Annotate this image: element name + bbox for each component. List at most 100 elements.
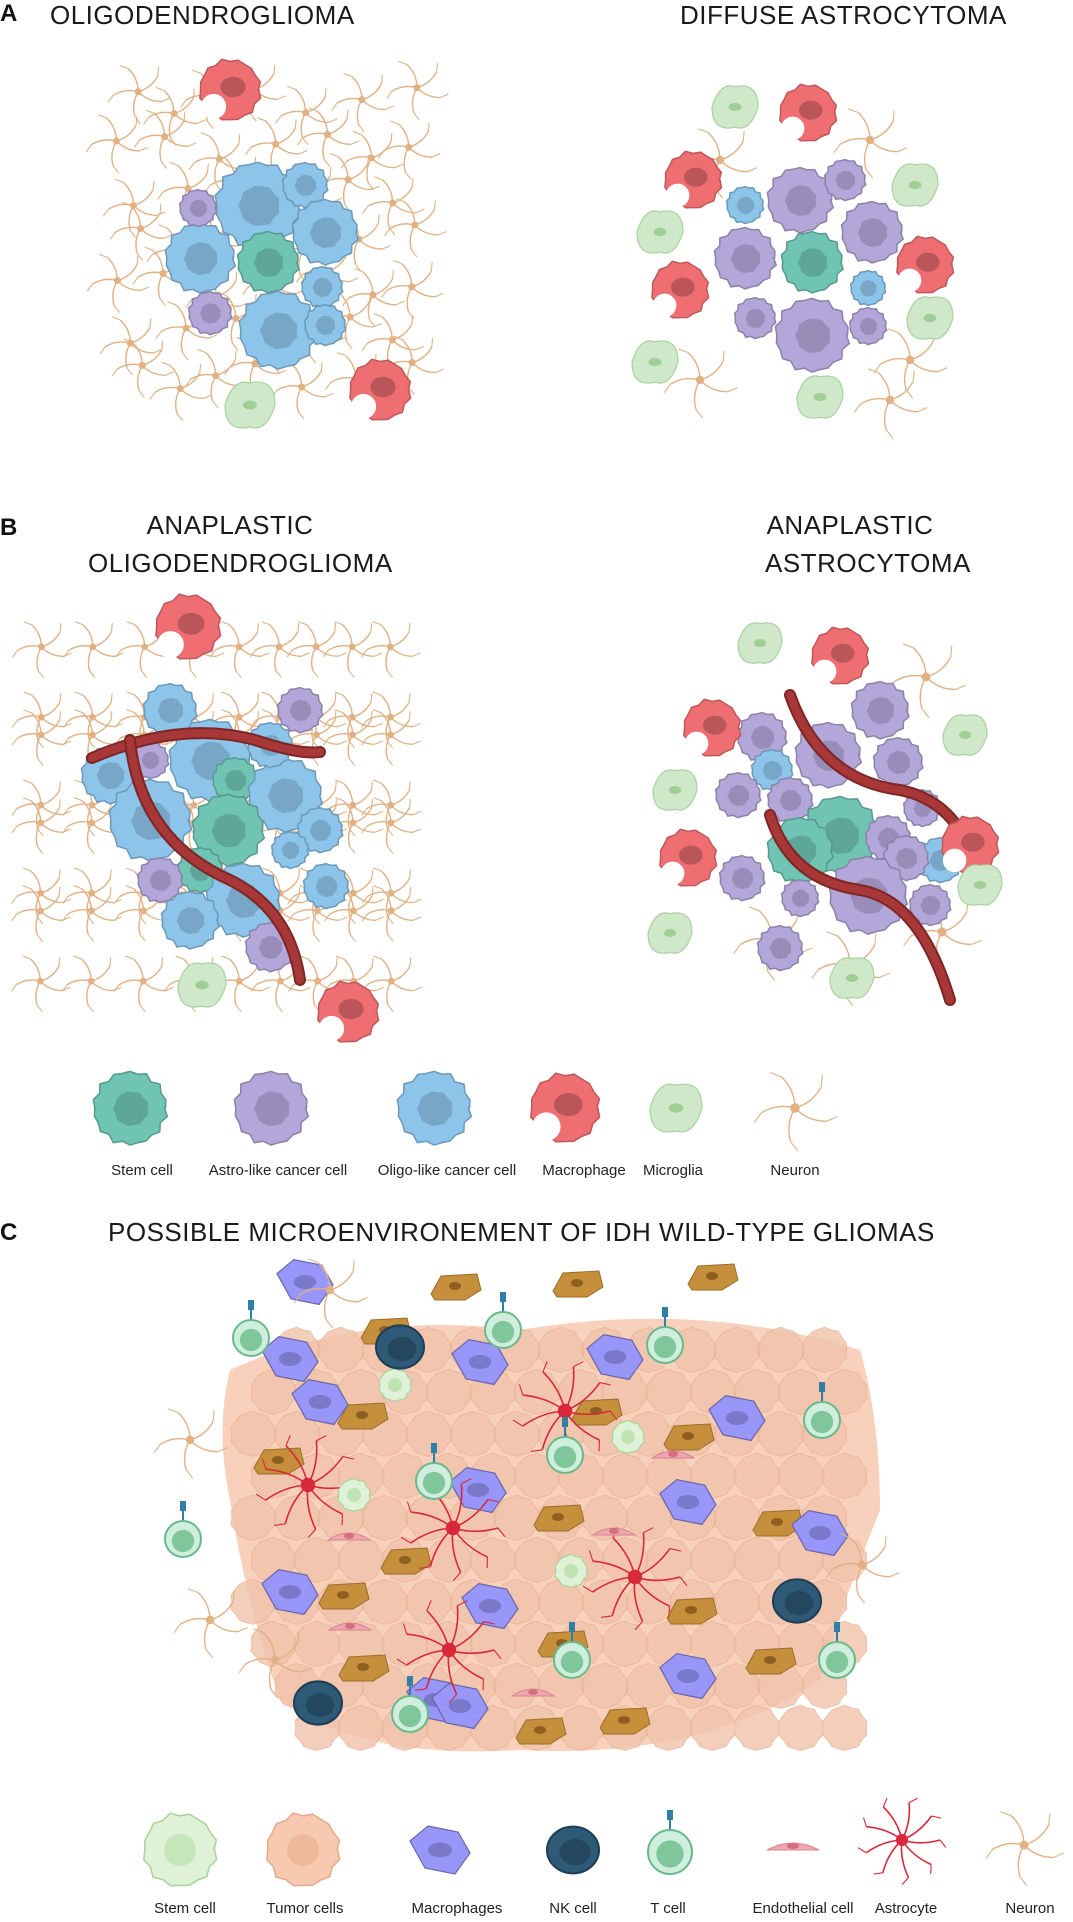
tumor-cell-33 [494, 1410, 540, 1457]
c-macrophage-4 [586, 1333, 644, 1381]
oligodendroglioma-cluster [85, 58, 449, 429]
legend-c-label-tcell: T cell [650, 1900, 686, 1917]
b-right-microglia-1 [942, 714, 988, 756]
tumor-cell-118 [582, 1662, 628, 1709]
tumor-cell-52 [734, 1452, 780, 1499]
c-t-cell-0 [232, 1300, 270, 1357]
panel-a-right-title: DIFFUSE ASTROCYTOMA [680, 0, 1007, 30]
tumor-cell-53 [778, 1452, 824, 1499]
tumor-cell-92 [626, 1578, 672, 1625]
brown-cell-9 [533, 1504, 585, 1532]
tumor-cell-130 [558, 1704, 604, 1751]
panel-c-letter: C [0, 1219, 18, 1246]
brown-cell-11 [318, 1582, 370, 1610]
a-left-macrophage-1 [349, 358, 412, 421]
b-right-cell-17 [756, 924, 804, 972]
tumor-cell-122 [758, 1662, 804, 1709]
c-astrocyte-3 [582, 1527, 688, 1631]
a-left-neuron-34 [381, 260, 444, 320]
tumor-cell-58 [362, 1494, 408, 1541]
c-macrophage-6 [449, 1466, 507, 1514]
anaplastic-oligodendroglioma-cluster [10, 593, 422, 1043]
panel-b-right-title-line2: ASTROCYTOMA [765, 548, 971, 578]
c-astrocyte-0 [512, 1361, 618, 1465]
tumor-cell-1 [318, 1326, 364, 1373]
b-right-microglia-4 [647, 912, 693, 954]
legend-b-label-oligo: Oligo-like cancer cell [377, 1162, 517, 1179]
brown-cell-8 [663, 1423, 715, 1451]
legend-b-icons [92, 1070, 838, 1152]
legend-b-label-neuron: Neuron [770, 1162, 820, 1179]
b-right-microglia-2 [652, 769, 698, 811]
c-t-cell-3 [803, 1382, 841, 1439]
legend-c-label-macrophages: Macrophages [411, 1900, 503, 1917]
legend-c-label-neuron: Neuron [1005, 1900, 1055, 1917]
legend-b-oligo-like-cell-icon [396, 1070, 473, 1146]
c-nk-cell-1 [772, 1578, 822, 1624]
a-left-cell-9 [187, 290, 233, 336]
tumor-cell-64 [626, 1494, 672, 1541]
c-neuron-3 [825, 1533, 900, 1604]
c-t-cell-6 [164, 1501, 202, 1558]
tumor-cell-79 [690, 1536, 736, 1583]
c-macrophage-0 [276, 1258, 334, 1306]
legend-c-macrophage-icon [409, 1825, 471, 1875]
legend-b-astro-like-cell-icon [233, 1070, 310, 1146]
b-left-neuron-9 [11, 691, 72, 749]
legend-c-neuron-icon [985, 1811, 1065, 1886]
c-macrophage-8 [791, 1509, 849, 1557]
tumor-cell-86 [362, 1578, 408, 1625]
b-left-neuron-0 [12, 621, 72, 678]
a-left-cell-6 [300, 265, 344, 309]
c-macrophage-7 [659, 1478, 717, 1526]
c-stem-cell-0 [378, 1367, 412, 1402]
legend-c-astrocyte-icon [857, 1797, 947, 1885]
c-neuron-0 [293, 1258, 368, 1329]
b-right-microglia-5 [829, 957, 875, 999]
legend-c-label-stem: Stem cell [154, 1900, 216, 1917]
legend-b-label-macrophage: Macrophage [542, 1162, 626, 1179]
c-astrocyte-4 [396, 1600, 502, 1704]
tumor-cell-78 [646, 1536, 692, 1583]
tumor-cell-31 [406, 1410, 452, 1457]
legend-b-microglia-icon [649, 1083, 703, 1133]
c-t-cell-4 [546, 1417, 584, 1474]
a-right-microglia-1 [891, 163, 939, 207]
tumor-cell-90 [538, 1578, 584, 1625]
b-right-cell-0 [850, 680, 910, 740]
a-right-macrophage-1 [664, 150, 723, 209]
a-right-cell-0 [725, 185, 765, 225]
b-left-neuron-17 [361, 691, 421, 749]
tumor-cell-73 [426, 1536, 472, 1583]
a-left-neuron-10 [244, 117, 308, 177]
legend-c-t-cell-icon [647, 1810, 693, 1875]
c-macrophage-5 [708, 1394, 766, 1442]
b-left-cell-16 [302, 862, 350, 910]
a-left-cell-5 [236, 230, 300, 294]
brown-cell-0 [430, 1273, 482, 1301]
legend-c-icons [143, 1797, 1065, 1887]
c-endothelial-cell-4 [510, 1688, 556, 1697]
tumor-cell-136 [822, 1704, 868, 1751]
a-left-neuron-21 [109, 201, 173, 261]
b-left-neuron-34 [323, 779, 384, 837]
c-stem-cell-2 [337, 1477, 371, 1512]
a-left-cell-7 [238, 290, 319, 371]
c-nk-cell-2 [293, 1680, 343, 1726]
legend-c-label-tumor: Tumor cells [266, 1900, 344, 1917]
b-left-macrophage-1 [317, 980, 380, 1043]
c-macrophage-13 [431, 1682, 489, 1730]
c-macrophage-3 [451, 1338, 509, 1386]
a-right-microglia-3 [906, 296, 954, 340]
a-left-neuron-35 [99, 316, 163, 376]
b-right-cell-7 [766, 776, 814, 824]
brown-cell-16 [515, 1717, 567, 1745]
a-left-neuron-43 [149, 361, 212, 421]
a-left-neuron-5 [331, 72, 394, 133]
tumor-cell-134 [734, 1704, 780, 1751]
b-left-microglia-0 [177, 962, 227, 1008]
c-neuron-1 [153, 1408, 228, 1479]
brown-cell-13 [338, 1654, 390, 1682]
b-right-cell-4 [872, 736, 924, 788]
c-stem-cell-3 [554, 1553, 588, 1588]
